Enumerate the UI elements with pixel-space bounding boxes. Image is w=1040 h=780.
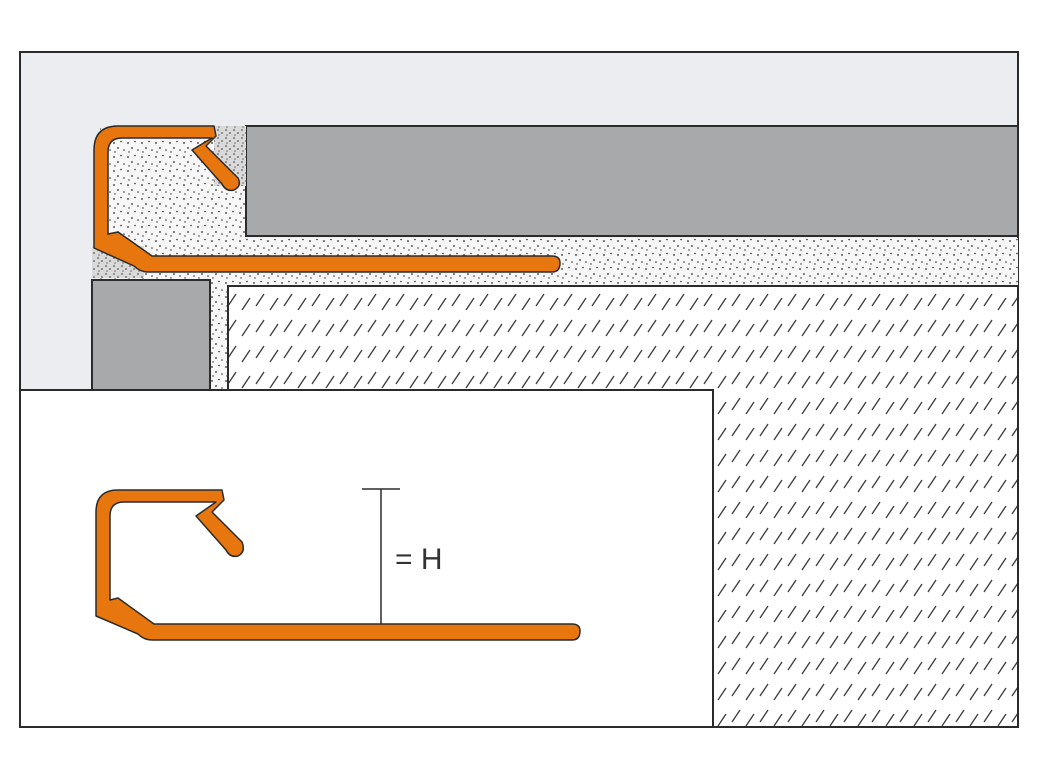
dimension-label: = H <box>395 543 443 576</box>
profile-detail-shape <box>95 489 581 641</box>
profile-detail-panel <box>19 389 714 728</box>
installed-profile <box>93 125 561 273</box>
top-tile <box>245 125 1019 237</box>
